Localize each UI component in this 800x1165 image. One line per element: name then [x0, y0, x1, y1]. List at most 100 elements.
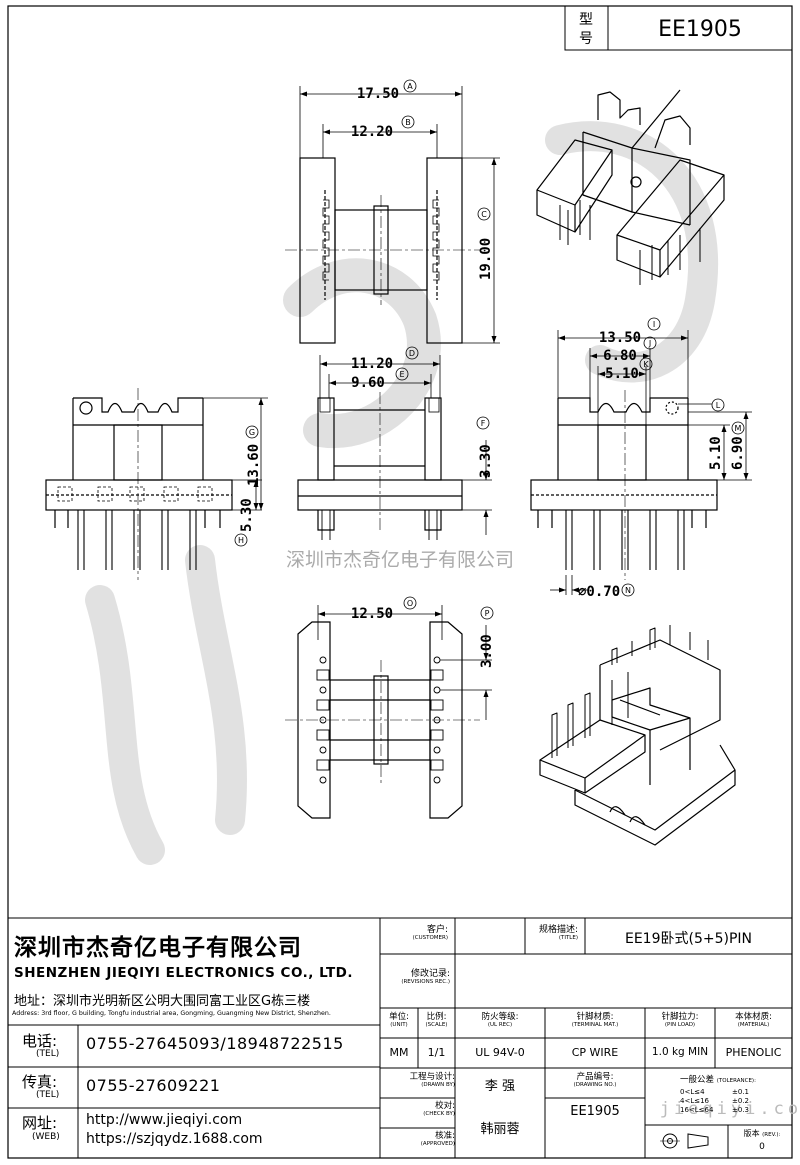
- dim-g-value: 13.60: [246, 444, 262, 486]
- pin-load-label: 针脚拉力:: [661, 1012, 699, 1022]
- svg-text:O: O: [407, 599, 413, 608]
- dim-n-tag: N: [621, 583, 635, 597]
- scale-value: 1/1: [427, 1046, 446, 1059]
- scale-label: 比例:: [426, 1012, 447, 1022]
- alibaba-url[interactable]: https://szjqydz.1688.com: [86, 1131, 263, 1147]
- customer-label-en: (CUSTOMER): [412, 935, 448, 941]
- dim-e: [328, 374, 432, 398]
- title-block: 深圳市杰奇亿电子有限公司 SHENZHEN JIEQIYI ELECTRONIC…: [8, 918, 792, 1158]
- bottom-view: [285, 621, 480, 819]
- dim-o-value: 12.50: [351, 606, 393, 622]
- dim-e-value: 9.60: [351, 375, 385, 391]
- dim-p-value: 3.00: [479, 634, 495, 668]
- pin-load-label-en: (PIN LOAD): [664, 1022, 696, 1028]
- dim-f: [441, 440, 492, 535]
- svg-text:E: E: [399, 370, 404, 379]
- tolerance-label-en: (TOLERANCE):: [716, 1078, 756, 1084]
- model-number: EE1905: [658, 17, 742, 42]
- isometric-view-top: [536, 89, 725, 285]
- check-by-label: 校对:: [435, 1101, 455, 1111]
- dim-a-value: 17.50: [357, 86, 399, 102]
- approved-label-en: (APPROVED): [420, 1141, 455, 1147]
- model-header-box: 型 号 EE1905: [564, 5, 793, 51]
- dim-m-tag: M: [731, 421, 745, 435]
- isometric-view-bottom: [539, 625, 736, 846]
- customer-label: 客户:: [426, 925, 448, 935]
- tol-val-1: ±0.1: [732, 1088, 749, 1096]
- svg-text:C: C: [481, 210, 487, 219]
- dim-j: [589, 348, 651, 398]
- address-en: Address: 3rd floor, G building, Tongfu i…: [12, 1010, 331, 1017]
- approved-value: 韩丽蓉: [480, 1122, 520, 1137]
- dim-d-value: 11.20: [351, 356, 393, 372]
- ul-rec-value: UL 94V-0: [475, 1046, 525, 1059]
- material-label: 本体材质:: [735, 1012, 772, 1022]
- ul-rec-label-en: (UL REC): [487, 1022, 513, 1028]
- svg-text:M: M: [735, 424, 742, 433]
- svg-text:K: K: [643, 360, 649, 369]
- dim-o-tag: O: [403, 596, 417, 610]
- drawn-by-label: 工程与设计:: [409, 1072, 455, 1082]
- dim-e-tag: E: [395, 367, 409, 381]
- terminal-label: 针脚材质:: [576, 1012, 614, 1022]
- ul-rec-label: 防火等级:: [481, 1012, 519, 1022]
- website-url[interactable]: http://www.jieqiyi.com: [86, 1112, 243, 1128]
- drawing-no-label-en: (DRAWING NO.): [573, 1082, 617, 1088]
- svg-text:P: P: [485, 609, 490, 618]
- dim-k-value: 5.10: [605, 366, 639, 382]
- tol-val-2: ±0.2: [732, 1097, 749, 1105]
- tol-row-3: 16<L≤64: [680, 1106, 714, 1114]
- tolerance-label: 一般公差: [680, 1075, 715, 1085]
- dim-n: [550, 575, 588, 595]
- svg-text:D: D: [409, 349, 415, 358]
- tel-number: 0755-27645093/18948722515: [86, 1034, 344, 1053]
- dim-m2-value: 5.10: [708, 436, 724, 470]
- drawing-no-value: EE1905: [570, 1104, 620, 1119]
- rev-no-value: 0: [759, 1142, 765, 1152]
- drawn-by-value: 李 强: [484, 1079, 516, 1094]
- address-cn: 地址：深圳市光明新区公明大围同富工业区G栋三楼: [14, 994, 311, 1009]
- dim-k: [597, 366, 647, 425]
- product-title: EE19卧式(5+5)PIN: [624, 931, 753, 947]
- check-by-label-en: (CHECK BY): [423, 1111, 455, 1117]
- front-view: [45, 388, 233, 580]
- side-view: [297, 392, 463, 540]
- dim-n-value: ⌀0.70: [578, 584, 620, 600]
- svg-text:G: G: [249, 428, 255, 437]
- projection-symbol-icon: [660, 1133, 709, 1149]
- titleblock-grid: [8, 917, 792, 1158]
- web-label: 网址:: [22, 1114, 58, 1132]
- dim-j-value: 6.80: [603, 348, 637, 364]
- svg-text:L: L: [716, 401, 721, 410]
- watermark-text: 深圳市杰奇亿电子有限公司: [286, 549, 514, 571]
- material-label-en: (MATERIAL): [737, 1022, 770, 1028]
- title-label: 规格描述:: [538, 925, 578, 935]
- tol-row-2: 4<L≤16: [680, 1097, 709, 1105]
- rev-no-label: 版本: [743, 1129, 760, 1138]
- fax-label-en: (TEL): [36, 1090, 60, 1100]
- watermark-url: jieqiyi.com: [660, 1099, 800, 1119]
- dim-f-value: 3.30: [478, 444, 494, 478]
- top-view: [285, 157, 480, 344]
- dim-h-tag: H: [234, 533, 248, 547]
- dim-j-tag: J: [643, 336, 657, 350]
- title-label-en: (TITLE): [558, 935, 578, 941]
- dim-l-tag: L: [711, 398, 725, 412]
- unit-label-en: (UNIT): [390, 1022, 408, 1028]
- scale-label-en: (SCALE): [425, 1022, 448, 1028]
- dim-h: [232, 479, 262, 511]
- dim-b-tag: B: [401, 115, 415, 129]
- drawn-by-label-en: (DRAWN BY): [421, 1082, 455, 1088]
- dim-c: [462, 157, 500, 344]
- model-label-bottom: 号: [579, 31, 593, 47]
- svg-text:I: I: [653, 320, 655, 329]
- sheet-border: [7, 5, 793, 1159]
- pin-load-value: 1.0 kg MIN: [651, 1046, 709, 1058]
- dim-m: [646, 411, 752, 481]
- svg-text:J: J: [648, 339, 651, 348]
- approved-label: 核准:: [435, 1131, 455, 1141]
- dim-g: [203, 397, 268, 510]
- dim-b-value: 12.20: [351, 124, 393, 140]
- terminal-label-en: (TERMINAL MAT.): [571, 1022, 619, 1028]
- svg-text:A: A: [407, 82, 413, 91]
